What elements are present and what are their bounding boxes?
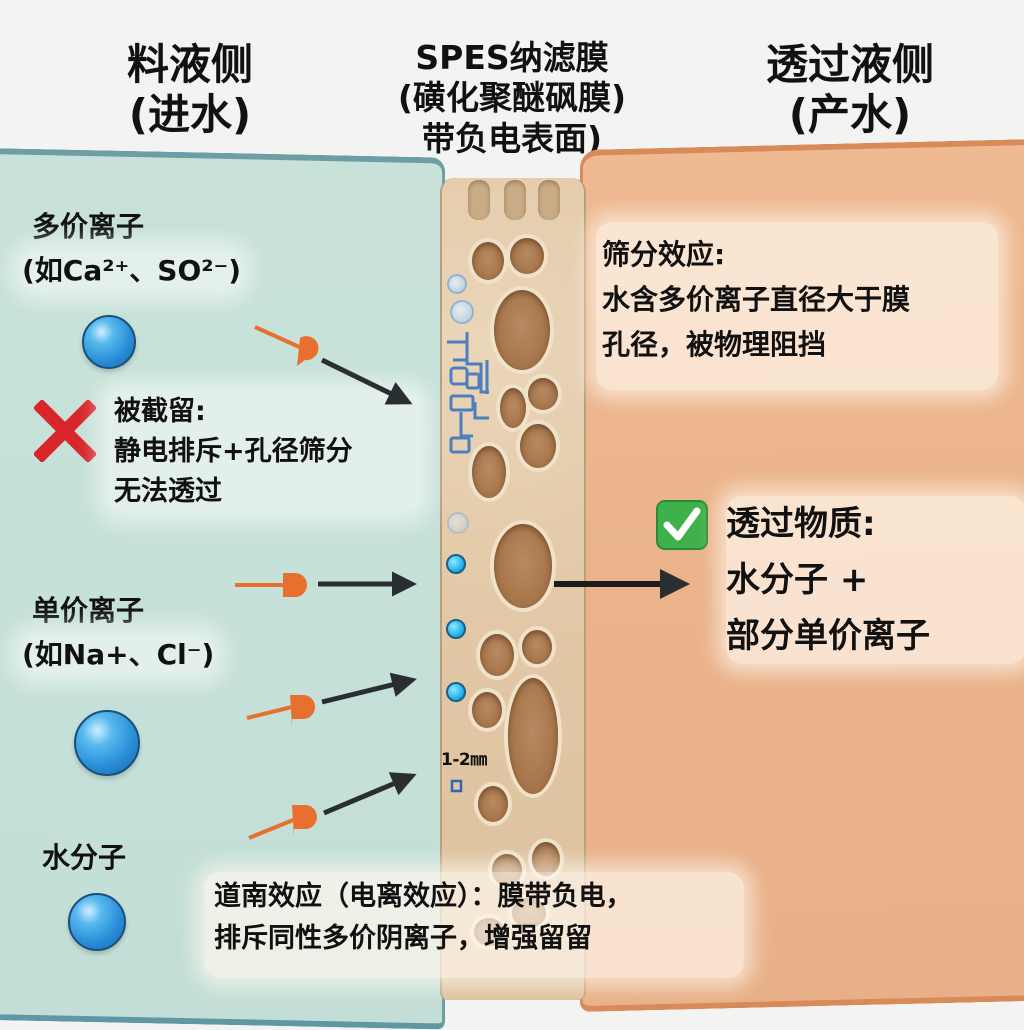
membrane-pore bbox=[494, 290, 550, 370]
water-molecules-title: 水分子 bbox=[42, 841, 127, 874]
multivalent-ions-example: (如Ca²⁺、SO²⁻) bbox=[22, 252, 242, 290]
feed-side-title: 料液侧 bbox=[126, 40, 253, 89]
donnan-effect-line-1: 道南效应（电离效应）：膜带负电， bbox=[214, 881, 633, 912]
ion-in-membrane bbox=[450, 300, 474, 324]
passed-line-2: 部分单价离子 bbox=[726, 616, 930, 656]
passed-line-1: 水分子 + bbox=[726, 560, 869, 600]
rejected-title: 被截留: bbox=[114, 396, 206, 427]
sieve-effect-line-1: 水含多价离子直径大于膜 bbox=[602, 283, 911, 316]
cross-mark-icon bbox=[34, 400, 96, 462]
sieve-effect-line-2: 孔径，被物理阻挡 bbox=[602, 328, 827, 361]
sieve-effect-note: 筛分效应: 水含多价离子直径大于膜 孔径，被物理阻挡 bbox=[596, 222, 998, 390]
feed-side-subtitle: (进水) bbox=[128, 89, 252, 139]
membrane-pore bbox=[478, 786, 508, 822]
ion-in-membrane bbox=[446, 619, 466, 639]
membrane-pore bbox=[522, 630, 552, 664]
membrane-pore bbox=[532, 842, 560, 876]
membrane-pore bbox=[500, 388, 526, 428]
permeate-side-title: 透过液侧 bbox=[765, 40, 934, 89]
donnan-effect-note: 道南效应（电离效应）：膜带负电， 排斥同性多价阴离子，增强留留 bbox=[204, 872, 744, 978]
monovalent-ions-example: (如Na+、Cl⁻) bbox=[22, 636, 215, 674]
membrane-surface-note: 带负电表面) bbox=[421, 118, 603, 158]
membrane-pore bbox=[472, 692, 502, 728]
membrane-surface-groove bbox=[468, 180, 490, 220]
pore-size-label: 1-2㎜ bbox=[441, 750, 487, 770]
membrane-surface-groove bbox=[504, 180, 526, 220]
feed-side-header: 料液侧 (进水) bbox=[60, 40, 320, 139]
sulfonate-group-icon bbox=[450, 779, 463, 793]
membrane-pore bbox=[480, 634, 514, 676]
rejected-note: 被截留: 静电排斥+孔径筛分 无法透过 bbox=[108, 392, 420, 512]
ion-in-membrane bbox=[446, 682, 466, 702]
sieve-effect-title: 筛分效应: bbox=[602, 238, 726, 271]
membrane-subtitle: (磺化聚醚砜膜) bbox=[397, 78, 627, 118]
membrane-pore bbox=[508, 678, 558, 794]
permeate-side-header: 透过液侧 (产水) bbox=[720, 40, 980, 139]
check-mark-icon bbox=[656, 500, 708, 550]
membrane-header: SPES纳滤膜 (磺化聚醚砜膜) 带负电表面) bbox=[372, 38, 652, 159]
rejected-reason: 静电排斥+孔径筛分 bbox=[114, 436, 353, 467]
multivalent-ion-ball bbox=[82, 315, 136, 369]
membrane-pore bbox=[472, 446, 506, 498]
rejected-result: 无法透过 bbox=[114, 476, 222, 507]
ion-in-membrane bbox=[447, 274, 467, 294]
membrane-pore bbox=[510, 238, 544, 274]
membrane-title: SPES纳滤膜 bbox=[415, 38, 609, 77]
ion-in-membrane bbox=[446, 554, 466, 574]
passed-title: 透过物质: bbox=[726, 504, 876, 544]
membrane-pore bbox=[520, 424, 556, 468]
monovalent-ions-title: 单价离子 bbox=[32, 594, 145, 627]
monovalent-ion-ball bbox=[74, 710, 140, 776]
passed-substances-note: 透过物质: 水分子 + 部分单价离子 bbox=[726, 496, 1024, 664]
membrane-surface-groove bbox=[538, 180, 560, 220]
water-molecule-ball bbox=[68, 893, 126, 951]
ion-in-membrane bbox=[447, 512, 469, 534]
membrane-pore bbox=[472, 242, 504, 280]
multivalent-ions-title: 多价离子 bbox=[32, 210, 145, 243]
permeate-side-subtitle: (产水) bbox=[788, 89, 912, 139]
donnan-effect-line-2: 排斥同性多价阴离子，增强留留 bbox=[214, 923, 592, 954]
sulfonate-group-chain-icon bbox=[447, 332, 489, 454]
membrane-pore bbox=[494, 524, 552, 608]
membrane-pore bbox=[528, 378, 558, 410]
